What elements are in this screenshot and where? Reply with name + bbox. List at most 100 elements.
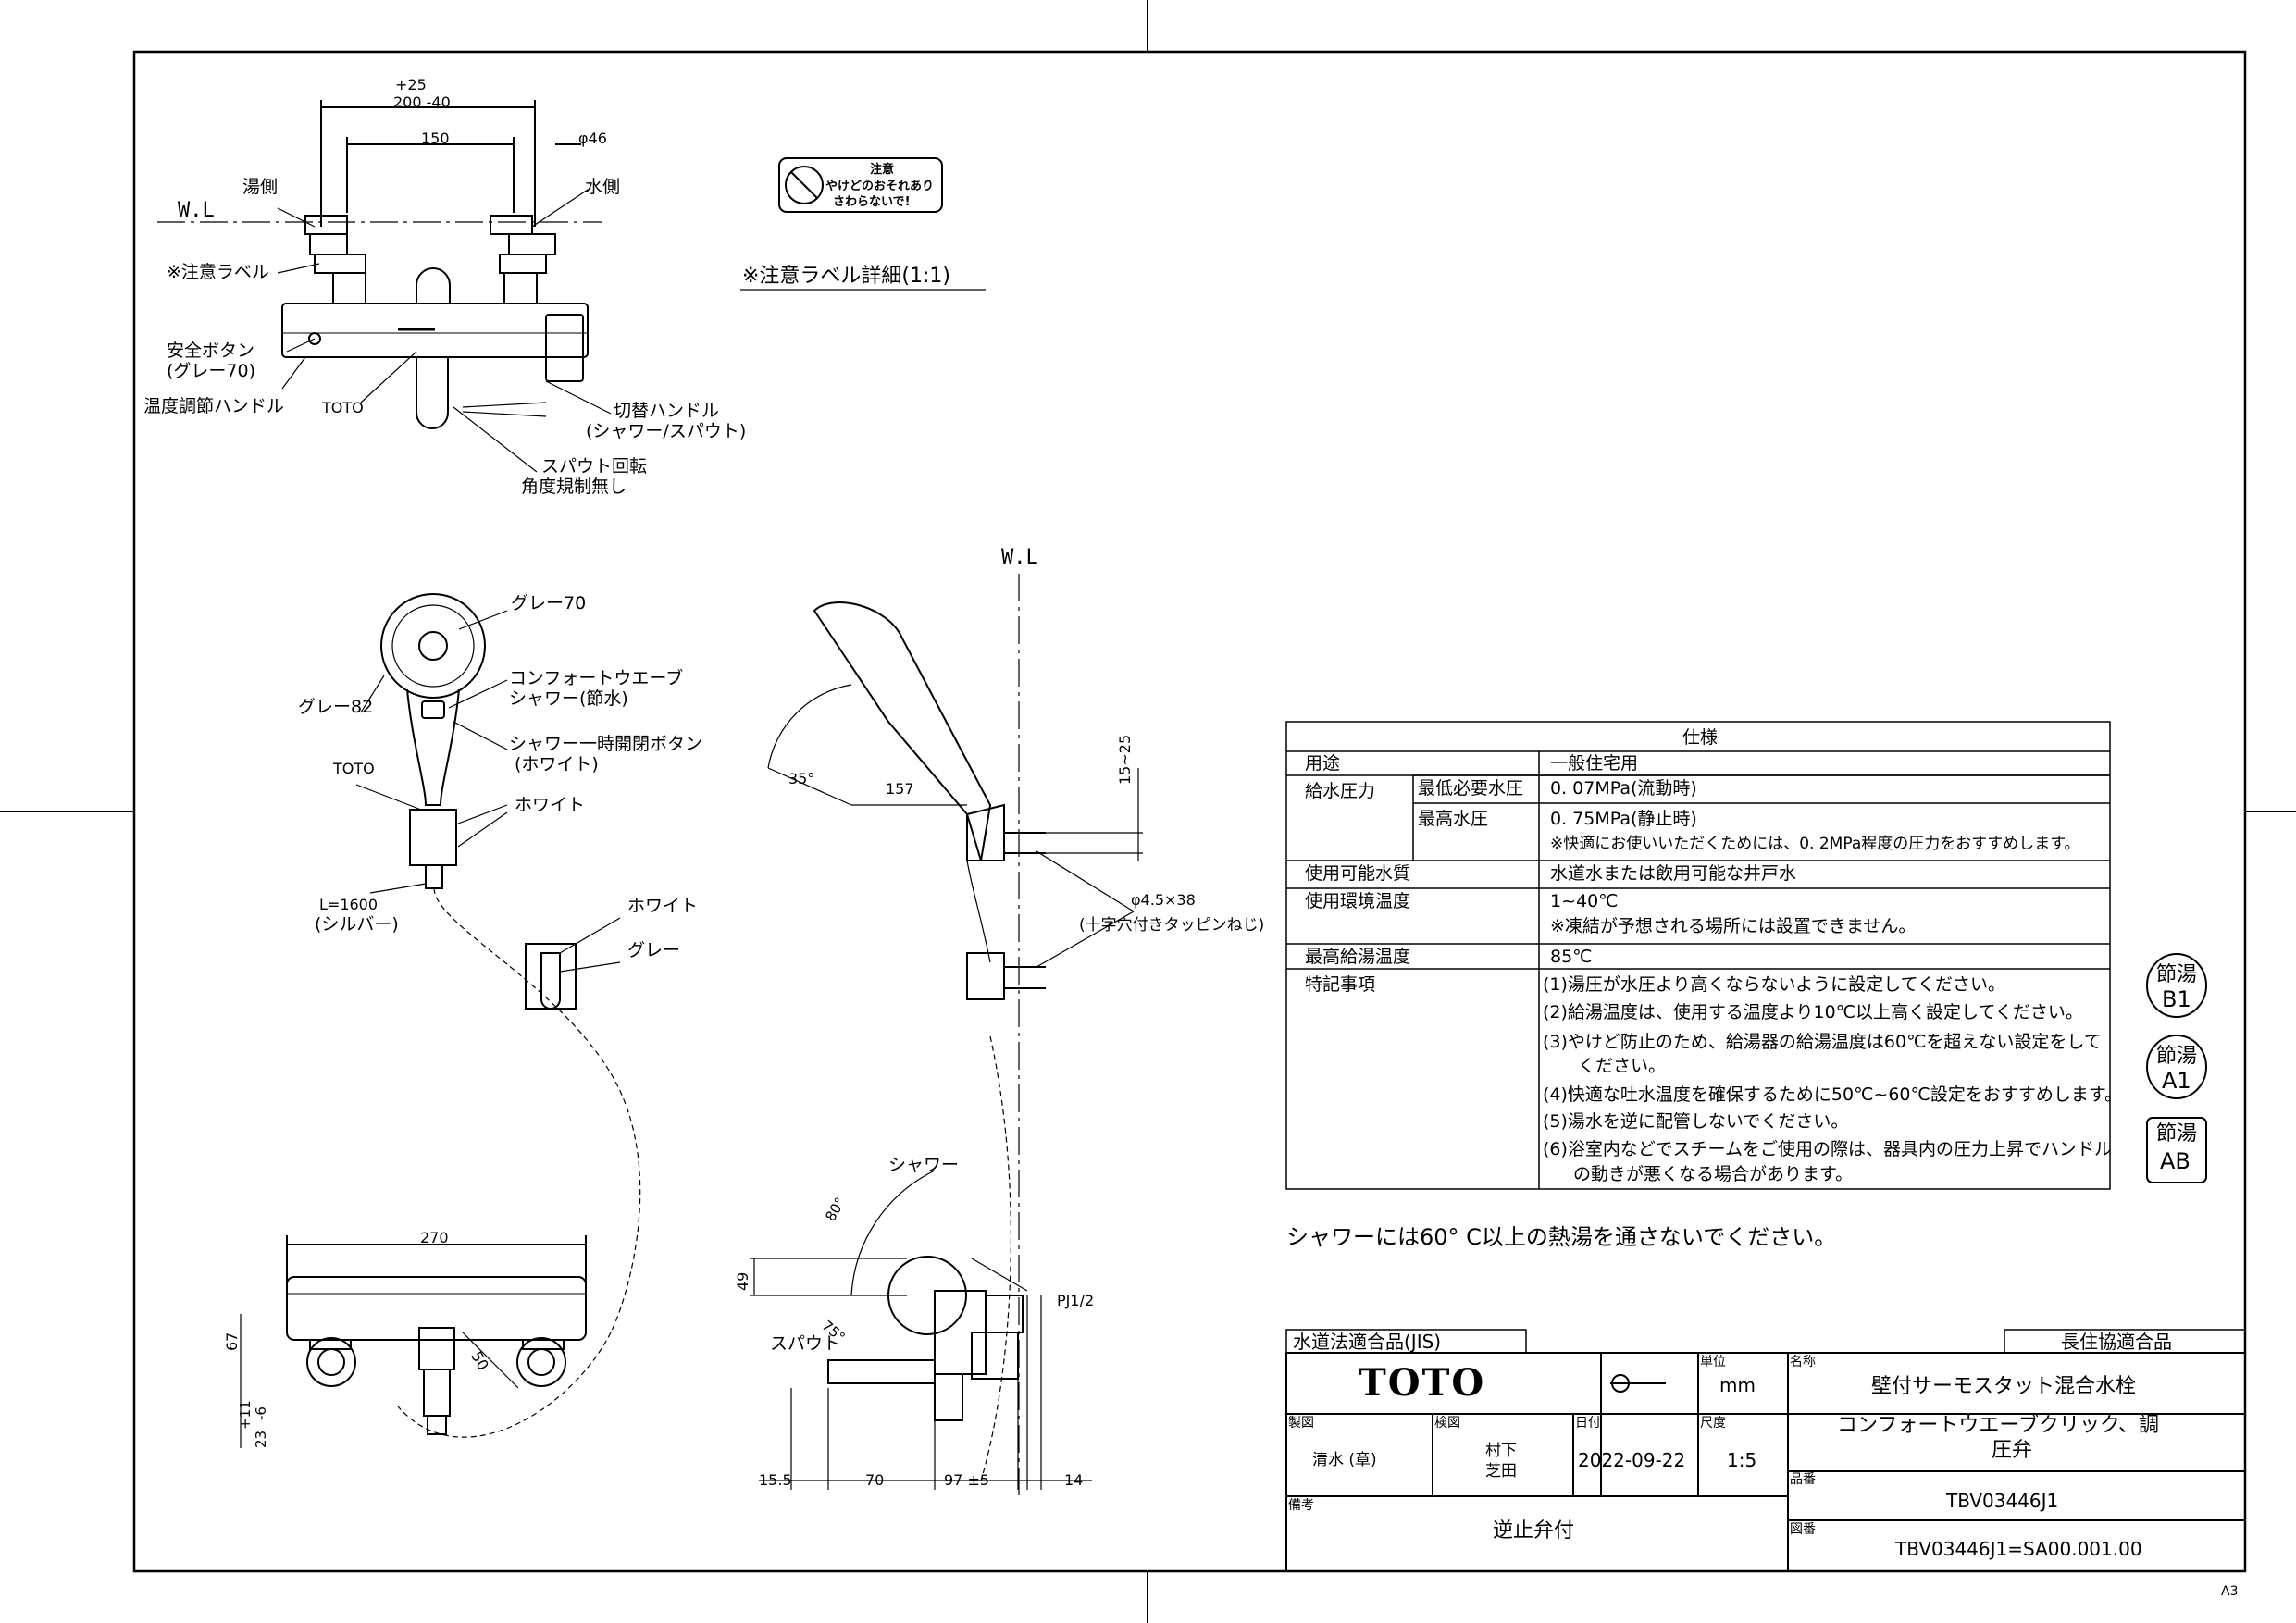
- spec-note-6: (6)浴室内などでスチームをご使用の際は、器具内の圧力上昇でハンドル: [1543, 1139, 2112, 1159]
- drawn-label: 製図: [1288, 1416, 1314, 1431]
- shower-side-view: [767, 574, 1143, 1499]
- spec-max-pressure-note: ※快適にお使いいただくためには、0. 2MPa程度の圧力をおすすめします。: [1550, 835, 2080, 853]
- shower-brand-label: TOTO: [333, 760, 375, 777]
- spec-env-value: 1~40℃: [1550, 891, 1619, 911]
- product-name2-line2: 圧弁: [1992, 1439, 2033, 1462]
- shower-head-view: [355, 593, 641, 1438]
- badge-b1-bottom: B1: [2162, 986, 2191, 1012]
- comfort-wave-sub: シャワー(節水): [509, 688, 628, 709]
- dim-270: 270: [420, 1229, 449, 1246]
- dim-97: 97 ±5: [944, 1471, 990, 1489]
- spec-water-value: 水道水または飲用可能な井戸水: [1550, 863, 1797, 884]
- drawing-number-label: 図番: [1790, 1522, 1816, 1537]
- cold-side-label: 水側: [585, 177, 621, 197]
- spec-table-frame: [1285, 721, 2111, 1190]
- sticker-line2: さわらないで!: [833, 195, 911, 209]
- hose-color-label: (シルバー): [315, 914, 399, 935]
- product-name: 壁付サーモスタット混合水栓: [1871, 1375, 2137, 1398]
- spec-max-pressure-value: 0. 75MPa(静止時): [1550, 809, 1697, 829]
- switch-handle-sub: (シャワー/スパウト): [586, 421, 747, 441]
- spec-min-pressure-value: 0. 07MPa(流動時): [1550, 778, 1697, 799]
- hot-side-label: 湯側: [242, 177, 279, 197]
- warning-sticker: [740, 157, 986, 291]
- holder-gray-label: グレー: [627, 940, 681, 960]
- badge-a1-bottom: A1: [2162, 1068, 2191, 1094]
- dim-minus6: -6: [253, 1406, 269, 1420]
- gray82-label: グレー82: [298, 697, 374, 717]
- dim-157: 157: [886, 780, 914, 798]
- dim-15-5: 15.5: [759, 1471, 792, 1489]
- spec-pressure-label: 給水圧力: [1305, 781, 1376, 801]
- spec-title: 仕様: [1682, 727, 1719, 748]
- spec-usage-label: 用途: [1305, 753, 1341, 774]
- spec-max-pressure-label: 最高水圧: [1418, 809, 1489, 829]
- scale-value: 1:5: [1727, 1449, 1757, 1471]
- switch-handle-label: 切替ハンドル: [614, 401, 720, 421]
- spec-max-temp-value: 85℃: [1550, 947, 1593, 967]
- faucet-bottom-front-view: [240, 1235, 587, 1448]
- pause-button-sub: (ホワイト): [515, 754, 599, 774]
- toto-logo: TOTO: [1359, 1361, 1486, 1405]
- side-water-line-label: W.L: [1001, 546, 1038, 569]
- spec-note-2: (2)給湯温度は、使用する温度より10℃以上高く設定してください。: [1543, 1002, 2083, 1022]
- date-label: 日付: [1575, 1416, 1601, 1431]
- safety-button-color: (グレー70): [167, 361, 256, 381]
- comfort-wave-label: コンフォートウエーブ: [509, 668, 684, 688]
- unit-label: 単位: [1700, 1355, 1726, 1369]
- gray70-label: グレー70: [511, 593, 587, 613]
- hose-length-label: L=1600: [319, 896, 379, 913]
- sticker-title: 注意: [870, 163, 895, 177]
- white-label: ホワイト: [515, 795, 586, 815]
- dim-main: 200 -40: [393, 93, 451, 111]
- badge-ab-bottom: AB: [2160, 1148, 2191, 1174]
- caution-label-callout: ※注意ラベル: [167, 262, 269, 282]
- part-number: TBV03446J1: [1946, 1490, 2059, 1512]
- dim-14: 14: [1064, 1471, 1084, 1489]
- remarks-value: 逆止弁付: [1493, 1519, 1575, 1542]
- badge-shapes: [2146, 953, 2207, 1183]
- badge-a1-top: 節湯: [2156, 1045, 2198, 1068]
- faucet-bottom-side-view: [750, 1170, 1092, 1490]
- date-value: 2022-09-22: [1578, 1449, 1686, 1471]
- spec-max-temp-label: 最高給湯温度: [1305, 947, 1411, 967]
- name-label: 名称: [1790, 1355, 1816, 1369]
- sticker-line1: やけどのおそれあり: [825, 180, 935, 193]
- part-label: 品番: [1790, 1472, 1816, 1487]
- dim-70: 70: [865, 1471, 885, 1489]
- dim-23: 23: [253, 1430, 269, 1448]
- dim-angle-35: 35°: [788, 770, 815, 787]
- checked-value-1: 村下: [1485, 1442, 1517, 1460]
- spec-env-label: 使用環境温度: [1305, 891, 1411, 911]
- spec-note-3b: ください。: [1578, 1056, 1667, 1076]
- scale-label: 尺度: [1700, 1416, 1726, 1431]
- dim-diameter: φ46: [578, 130, 607, 147]
- spec-water-label: 使用可能水質: [1305, 863, 1411, 884]
- chojukyo-label: 長住協適合品: [2061, 1331, 2172, 1353]
- badge-b1-top: 節湯: [2156, 963, 2198, 986]
- dim-tolerance: +25: [395, 76, 427, 93]
- dim-screw-sub: (十字穴付きタッピンねじ): [1079, 916, 1265, 935]
- dim-span: 150: [421, 130, 450, 147]
- checked-label: 検図: [1434, 1416, 1460, 1431]
- badge-ab-top: 節湯: [2156, 1122, 2198, 1146]
- spec-notes-label: 特記事項: [1305, 974, 1376, 995]
- caution-label-detail: ※注意ラベル詳細(1:1): [742, 265, 951, 288]
- unit-value: mm: [1719, 1374, 1756, 1396]
- water-line-label: W.L: [178, 199, 215, 222]
- spec-note-1: (1)湯圧が水圧より高くならないように設定してください。: [1543, 974, 2006, 995]
- dim-15-25: 15~25: [1116, 734, 1134, 785]
- spec-env-note: ※凍結が予想される場所には設置できません。: [1550, 916, 1917, 936]
- dim-pj: PJ1/2: [1057, 1292, 1095, 1309]
- faucet-front-view: [157, 100, 612, 473]
- holder-white-label: ホワイト: [627, 896, 699, 916]
- temp-handle-label: 温度調節ハンドル: [143, 396, 285, 416]
- spec-note-4: (4)快適な吐水温度を確保するために50℃~60℃設定をおすすめします。: [1543, 1084, 2122, 1105]
- spec-note-5: (5)湯水を逆に配管しないでください。: [1543, 1111, 1849, 1132]
- checked-value-2: 芝田: [1485, 1462, 1517, 1481]
- drawing-number: TBV03446J1=SA00.001.00: [1895, 1538, 2142, 1560]
- dim-screw: φ4.5×38: [1131, 891, 1196, 909]
- dim-49: 49: [734, 1271, 751, 1291]
- drawn-value: 清水 (章): [1312, 1451, 1377, 1469]
- shower-direction-label: シャワー: [888, 1155, 960, 1175]
- remarks-label: 備考: [1288, 1498, 1314, 1513]
